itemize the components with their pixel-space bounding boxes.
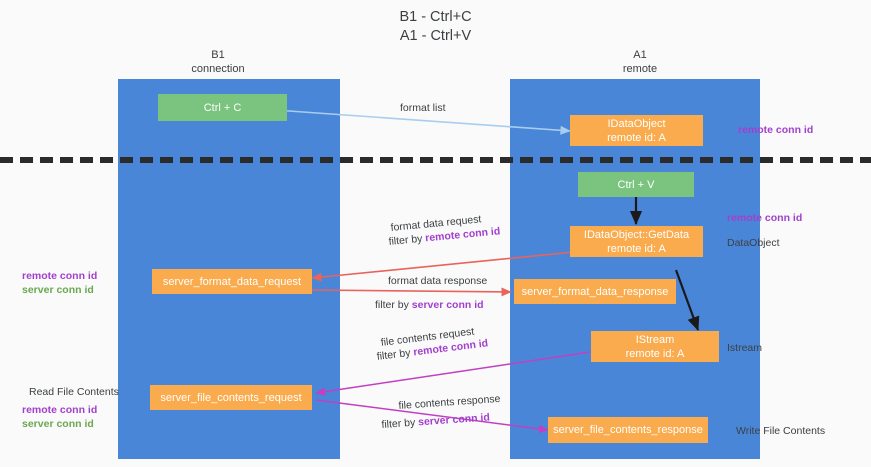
- column-header-b1: B1 connection: [118, 48, 318, 76]
- column-header-b1-sub: connection: [191, 63, 245, 75]
- node-istream-label: IStream: [635, 333, 675, 346]
- annotation-left-read-file-contents: Read File Contents: [29, 386, 119, 398]
- annotation-right-remote-conn-id-top: remote conn id: [738, 124, 814, 136]
- edge-label-format-data-response-filter: filter by server conn id: [375, 298, 484, 312]
- node-server-file-contents-response-label: server_file_contents_response: [553, 424, 703, 436]
- node-istream[interactable]: IStream remote id: A: [591, 331, 719, 362]
- filter-prefix: filter by: [375, 299, 412, 311]
- node-server-file-contents-request[interactable]: server_file_contents_request: [150, 385, 312, 410]
- phase-divider: [0, 157, 871, 163]
- node-idataobject-getdata[interactable]: IDataObject::GetData remote id: A: [570, 226, 703, 257]
- column-header-a1: A1 remote: [540, 48, 740, 76]
- node-ctrl-c[interactable]: Ctrl + C: [158, 94, 287, 121]
- title-line-1: B1 - Ctrl+C: [399, 9, 472, 25]
- node-ctrl-v-label: Ctrl + V: [617, 178, 655, 191]
- annotation-right-dataobject: DataObject: [727, 237, 780, 249]
- filter-key-server-conn-id: server conn id: [417, 411, 491, 429]
- edge-label-format-list: format list: [400, 102, 446, 114]
- filter-key-server-conn-id: server conn id: [411, 299, 484, 311]
- filter-prefix: filter by: [376, 346, 415, 363]
- node-server-format-data-response[interactable]: server_format_data_response: [514, 279, 676, 304]
- annotation-right-istream: Istream: [727, 342, 763, 354]
- page-title: B1 - Ctrl+C A1 - Ctrl+V: [0, 8, 871, 46]
- node-server-format-data-request-label: server_format_data_request: [162, 275, 302, 288]
- node-server-format-data-request[interactable]: server_format_data_request: [152, 269, 312, 294]
- column-header-b1-name: B1: [211, 49, 225, 61]
- node-getdata-sub: remote id: A: [607, 242, 666, 255]
- node-idataobject[interactable]: IDataObject remote id: A: [570, 115, 703, 146]
- node-ctrl-v[interactable]: Ctrl + V: [578, 172, 694, 197]
- node-idataobject-sub: remote id: A: [607, 131, 666, 144]
- node-server-format-data-response-label: server_format_data_response: [521, 285, 669, 298]
- annotation-left-remote-conn-id-mid-text: remote conn id: [22, 270, 98, 282]
- column-header-a1-sub: remote: [622, 63, 658, 75]
- annotation-left-remote-conn-id-bottom: remote conn id server conn id: [22, 403, 97, 431]
- edge-format-data-response: [311, 287, 512, 297]
- column-header-a1-name: A1: [633, 49, 647, 61]
- node-getdata-label: IDataObject::GetData: [583, 228, 690, 241]
- annotation-left-server-conn-id-bottom-text: server conn id: [22, 418, 94, 430]
- annotation-right-remote-conn-id-mid: remote conn id: [727, 212, 803, 224]
- edge-label-file-contents-response-filter: filter by server conn id: [381, 410, 490, 432]
- annotation-right-write-file-contents: Write File Contents: [736, 425, 826, 437]
- node-ctrl-c-label: Ctrl + C: [203, 101, 242, 114]
- annotation-left-server-conn-id-mid-text: server conn id: [22, 284, 94, 296]
- title-line-2: A1 - Ctrl+V: [399, 28, 472, 44]
- annotation-left-remote-conn-id-bottom-text: remote conn id: [22, 404, 98, 416]
- edge-label-format-data-response: format data response: [388, 275, 488, 287]
- node-istream-sub: remote id: A: [625, 347, 685, 360]
- filter-prefix: filter by: [388, 232, 426, 248]
- node-server-file-contents-request-label: server_file_contents_request: [160, 391, 302, 404]
- node-server-file-contents-response[interactable]: server_file_contents_response: [548, 417, 708, 443]
- node-idataobject-label: IDataObject: [607, 117, 666, 130]
- annotation-left-remote-conn-id-mid: remote conn id server conn id: [22, 269, 97, 297]
- filter-prefix: filter by: [381, 416, 419, 431]
